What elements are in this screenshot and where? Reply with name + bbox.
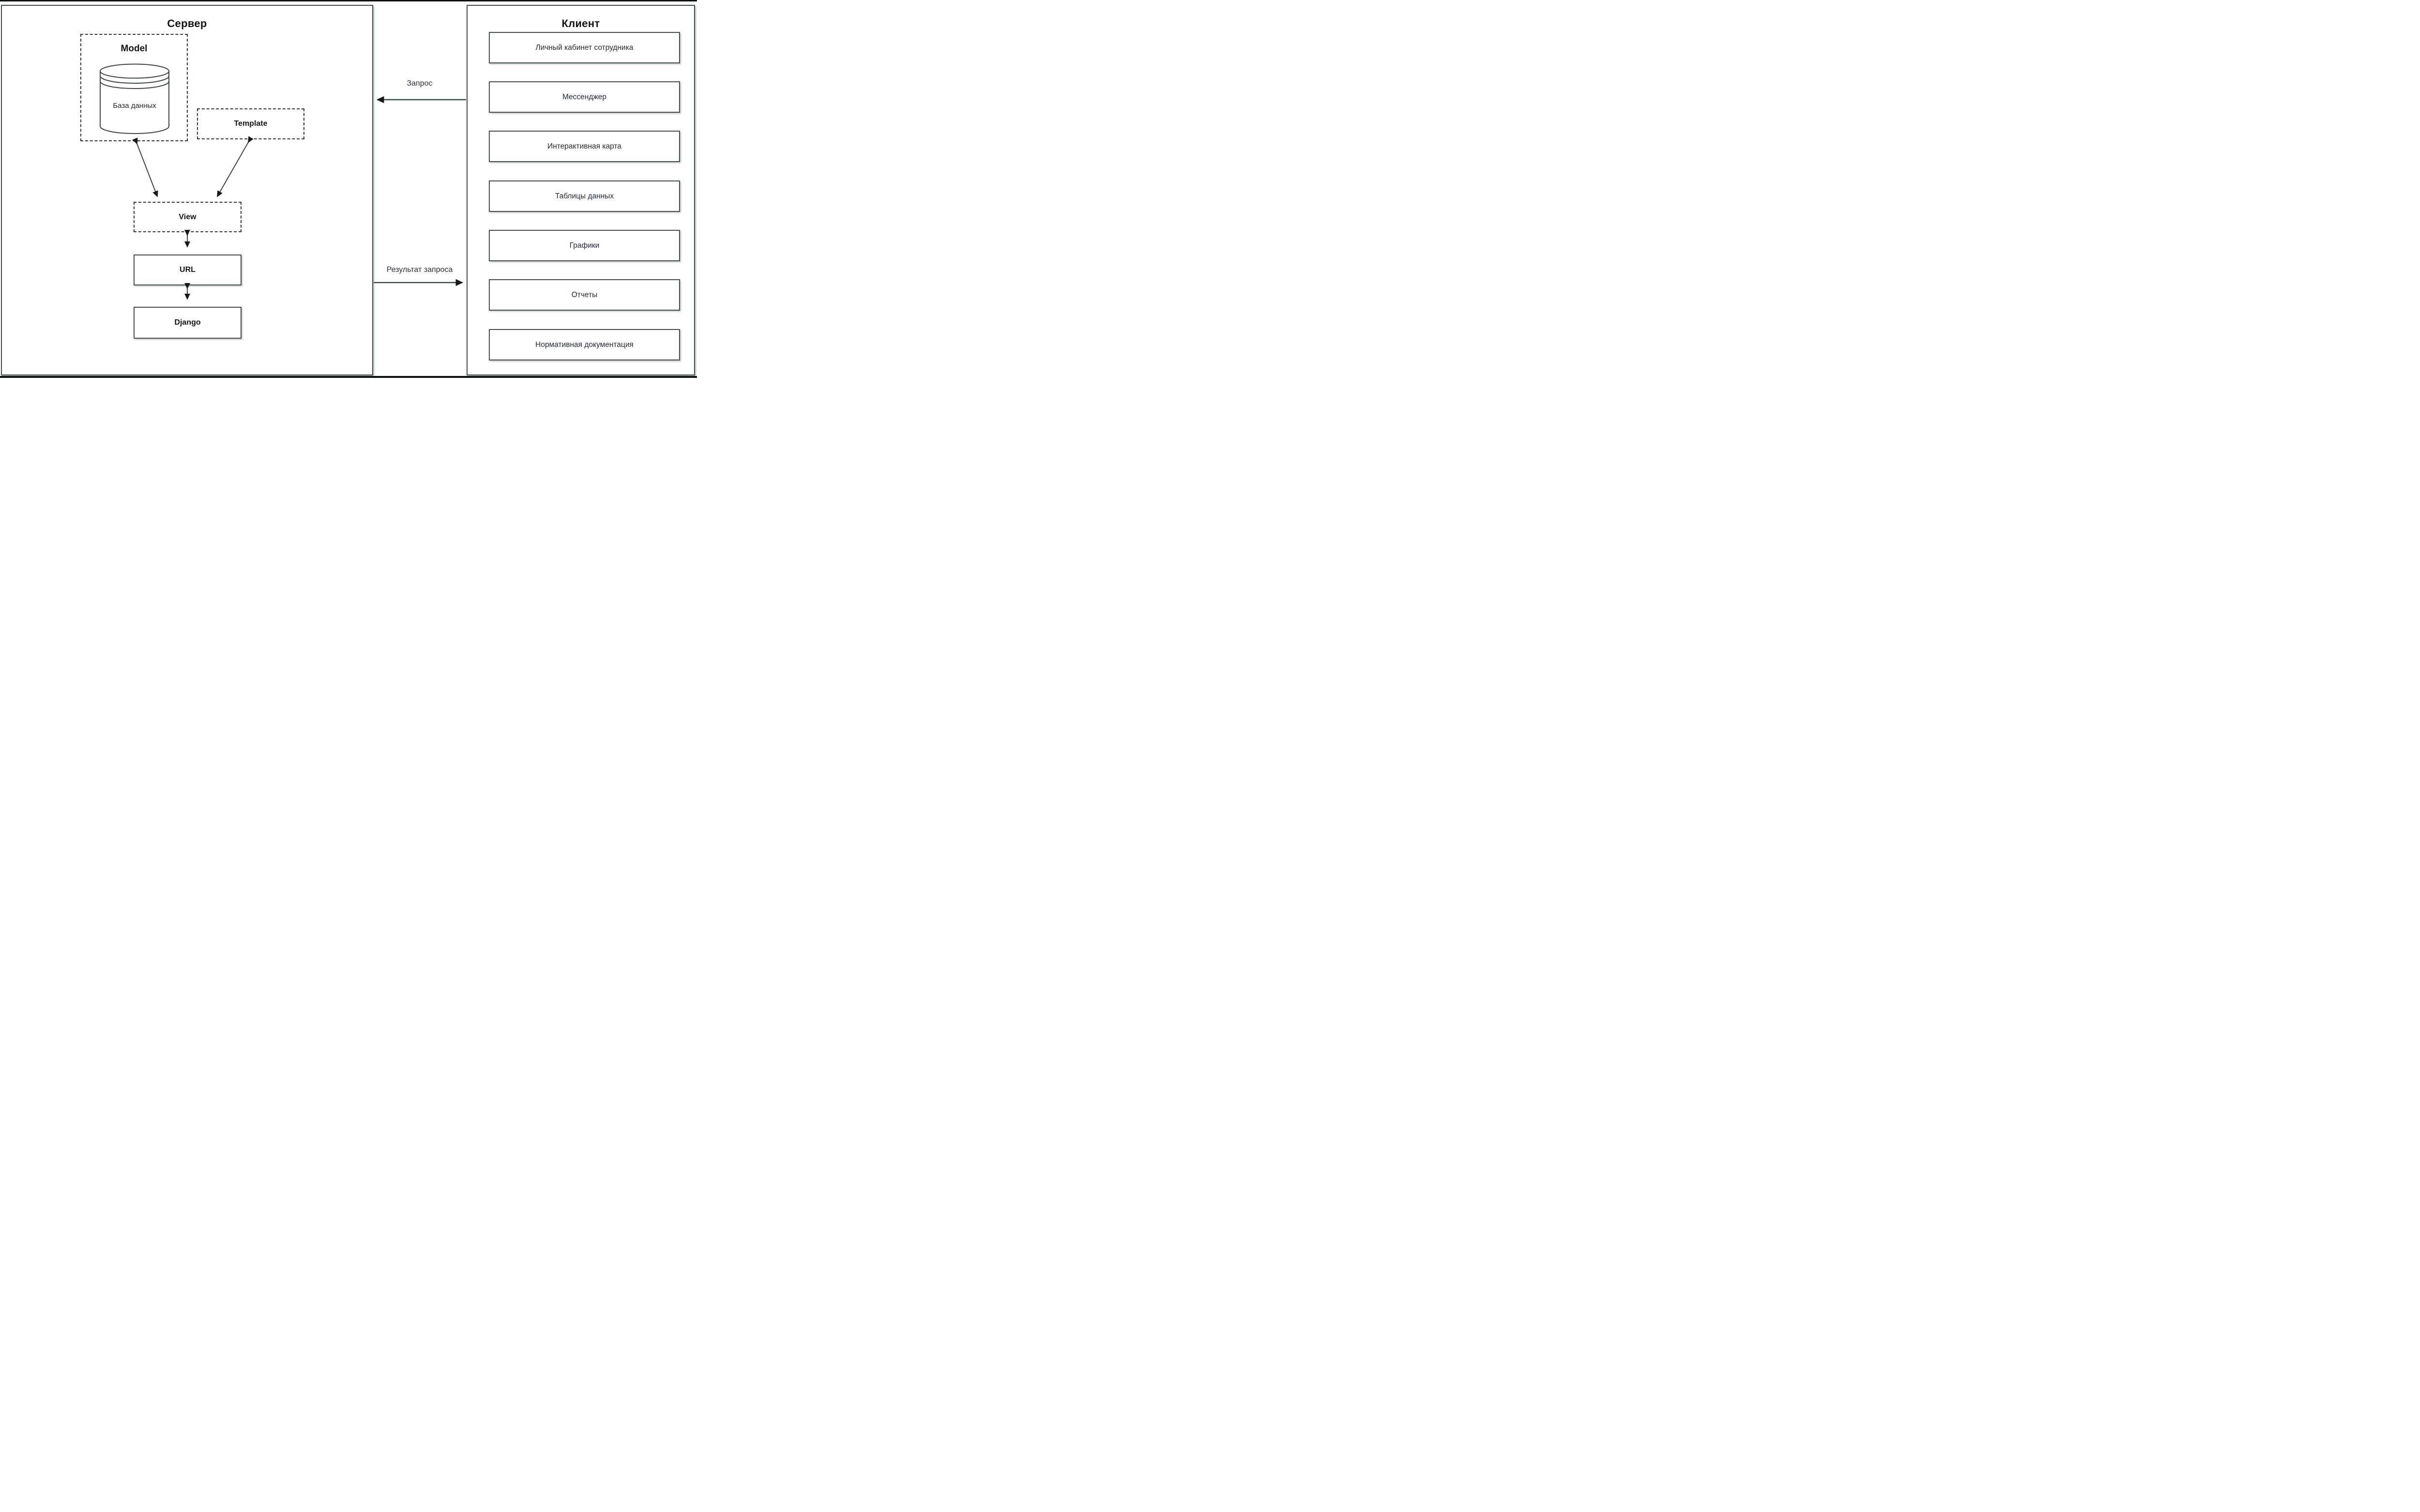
client-item-data-tables: Таблицы данных: [489, 180, 680, 212]
template-box: Template: [197, 108, 304, 139]
request-label: Запрос: [407, 79, 433, 88]
client-item-label: Интерактивная карта: [547, 142, 621, 150]
template-label: Template: [234, 120, 268, 128]
client-item-messenger: Мессенджер: [489, 81, 680, 113]
model-label: Model: [121, 44, 148, 54]
database-label: База данных: [113, 102, 156, 110]
diagram-stage: Сервер Model База данных Template View U…: [0, 0, 697, 378]
bottom-frame-bar: [0, 376, 697, 378]
client-item-label: Графики: [569, 241, 600, 250]
client-item-label: Таблицы данных: [555, 192, 614, 200]
client-item-label: Мессенджер: [562, 92, 607, 101]
client-item-label: Личный кабинет сотрудника: [535, 43, 634, 52]
client-item-reports: Отчеты: [489, 279, 680, 311]
url-label: URL: [180, 266, 196, 274]
response-label: Результат запроса: [386, 266, 453, 274]
django-label: Django: [174, 318, 201, 327]
top-frame-bar: [0, 0, 697, 1]
url-box: URL: [134, 254, 242, 285]
client-item-interactive-map: Интерактивная карта: [489, 131, 680, 162]
view-box: View: [134, 202, 242, 232]
client-item-label: Нормативная документация: [535, 340, 634, 349]
view-label: View: [179, 212, 197, 221]
client-item-charts: Графики: [489, 230, 680, 261]
client-item-label: Отчеты: [571, 290, 598, 299]
client-panel: Клиент Личный кабинет сотрудника Мессенд…: [467, 5, 695, 375]
model-group-box: Model: [80, 34, 188, 141]
client-panel-title: Клиент: [561, 17, 600, 30]
django-box: Django: [134, 307, 242, 339]
server-panel-title: Сервер: [167, 17, 207, 30]
server-panel: Сервер Model База данных Template View U…: [1, 5, 373, 375]
client-item-personal-cabinet: Личный кабинет сотрудника: [489, 32, 680, 63]
client-item-normative-docs: Нормативная документация: [489, 329, 680, 360]
